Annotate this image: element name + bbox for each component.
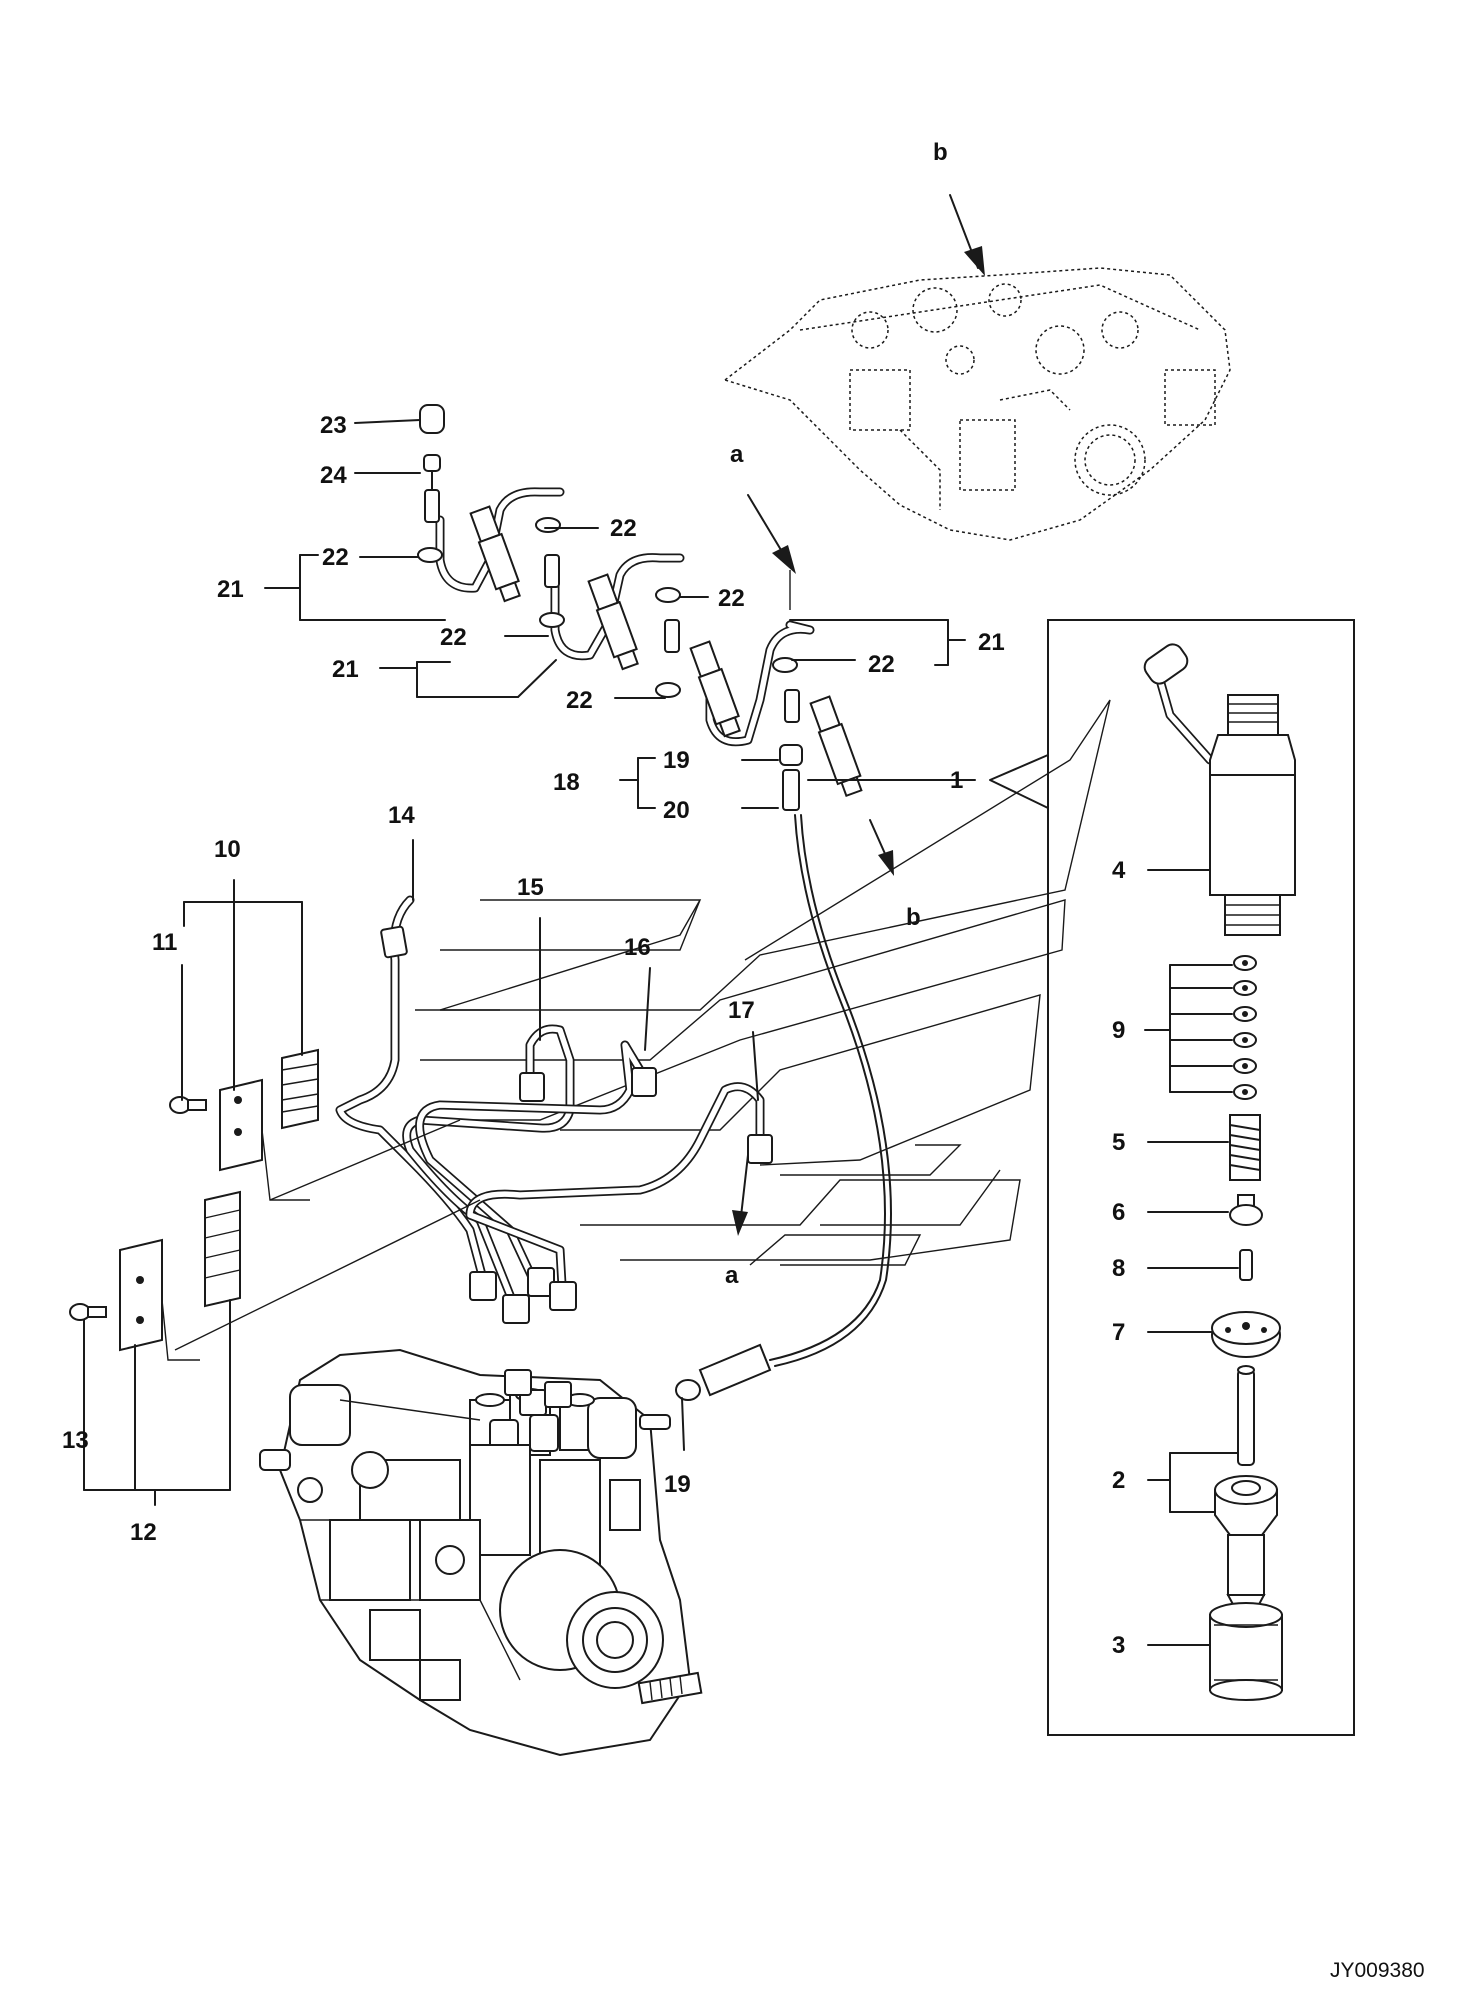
view-label-b-lower: b	[906, 904, 921, 931]
nozzle-nut-part-3	[1209, 1602, 1283, 1701]
nozzle-detail-box	[989, 619, 1355, 1736]
detail-leader-lines	[1144, 869, 1239, 1646]
callout-22-f: 22	[566, 687, 593, 714]
distance-piece-part-7	[1211, 1311, 1281, 1358]
clamp-leader-lines	[83, 879, 685, 1506]
nozzle-part-2	[1214, 1365, 1278, 1611]
callout-6: 6	[1112, 1199, 1125, 1226]
spring-seat-part-6	[1229, 1194, 1263, 1226]
callout-24: 24	[320, 462, 347, 489]
injection-pump-drawing	[259, 1348, 703, 1757]
view-arrow-b-lower: b	[869, 819, 921, 931]
view-arrow-a-lower: a	[725, 1154, 749, 1289]
callout-4: 4	[1112, 857, 1126, 884]
callout-21-b: 21	[332, 656, 359, 683]
callout-23: 23	[320, 412, 347, 439]
bolt-part-11	[169, 1096, 207, 1114]
view-label-a-lower: a	[725, 1262, 739, 1289]
pipe-leader-lines	[412, 839, 759, 1101]
callout-11: 11	[152, 929, 177, 956]
callout-7: 7	[1112, 1319, 1125, 1346]
callout-10: 10	[214, 836, 241, 863]
callout-2: 2	[1112, 1467, 1125, 1494]
injector-holder-part-4	[1143, 643, 1296, 936]
callout-13: 13	[62, 1427, 89, 1454]
callout-19-a: 19	[663, 747, 690, 774]
callout-15: 15	[517, 874, 544, 901]
injection-pipes	[335, 895, 765, 1305]
callout-21-c: 21	[978, 629, 1005, 656]
view-label-b-top: b	[933, 139, 948, 166]
clamp-set-part-10	[219, 1048, 319, 1201]
callout-5: 5	[1112, 1129, 1125, 1156]
cylinder-head-drawing	[723, 267, 1231, 541]
callout-22-d: 22	[440, 624, 467, 651]
pin-part-8	[1239, 1249, 1253, 1281]
callout-22-e: 22	[868, 651, 895, 678]
clamp-set-part-12	[119, 1119, 481, 1361]
drawing-reference-code: JY009380	[1330, 1959, 1425, 1982]
shims-part-9	[1233, 955, 1257, 1100]
callout-12: 12	[130, 1519, 157, 1546]
callout-17: 17	[728, 997, 755, 1024]
callout-1: 1	[950, 767, 963, 794]
callout-22-b: 22	[322, 544, 349, 571]
return-pipe-fittings	[417, 404, 803, 811]
callout-22-a: 22	[610, 515, 637, 542]
bolt-part-13	[69, 1303, 107, 1321]
callout-3: 3	[1112, 1632, 1125, 1659]
callout-18: 18	[553, 769, 580, 796]
view-arrow-b-top: b	[933, 139, 985, 276]
view-label-a-upper: a	[730, 441, 744, 468]
callout-8: 8	[1112, 1255, 1125, 1282]
fuel-return-hose	[675, 814, 892, 1401]
callout-19-b: 19	[664, 1471, 691, 1498]
callout-21-a: 21	[217, 576, 244, 603]
callout-9: 9	[1112, 1017, 1125, 1044]
injectors-assembled	[469, 505, 863, 798]
top-leader-lines	[264, 419, 976, 809]
callout-16: 16	[624, 934, 651, 961]
callout-20: 20	[663, 797, 690, 824]
callout-22-c: 22	[718, 585, 745, 612]
pipe-nuts	[380, 925, 773, 1324]
callout-14: 14	[388, 802, 415, 829]
spring-part-5	[1229, 1114, 1261, 1181]
view-arrow-a-upper: a	[730, 441, 796, 610]
pipe-projection-outlines	[415, 699, 1111, 1266]
